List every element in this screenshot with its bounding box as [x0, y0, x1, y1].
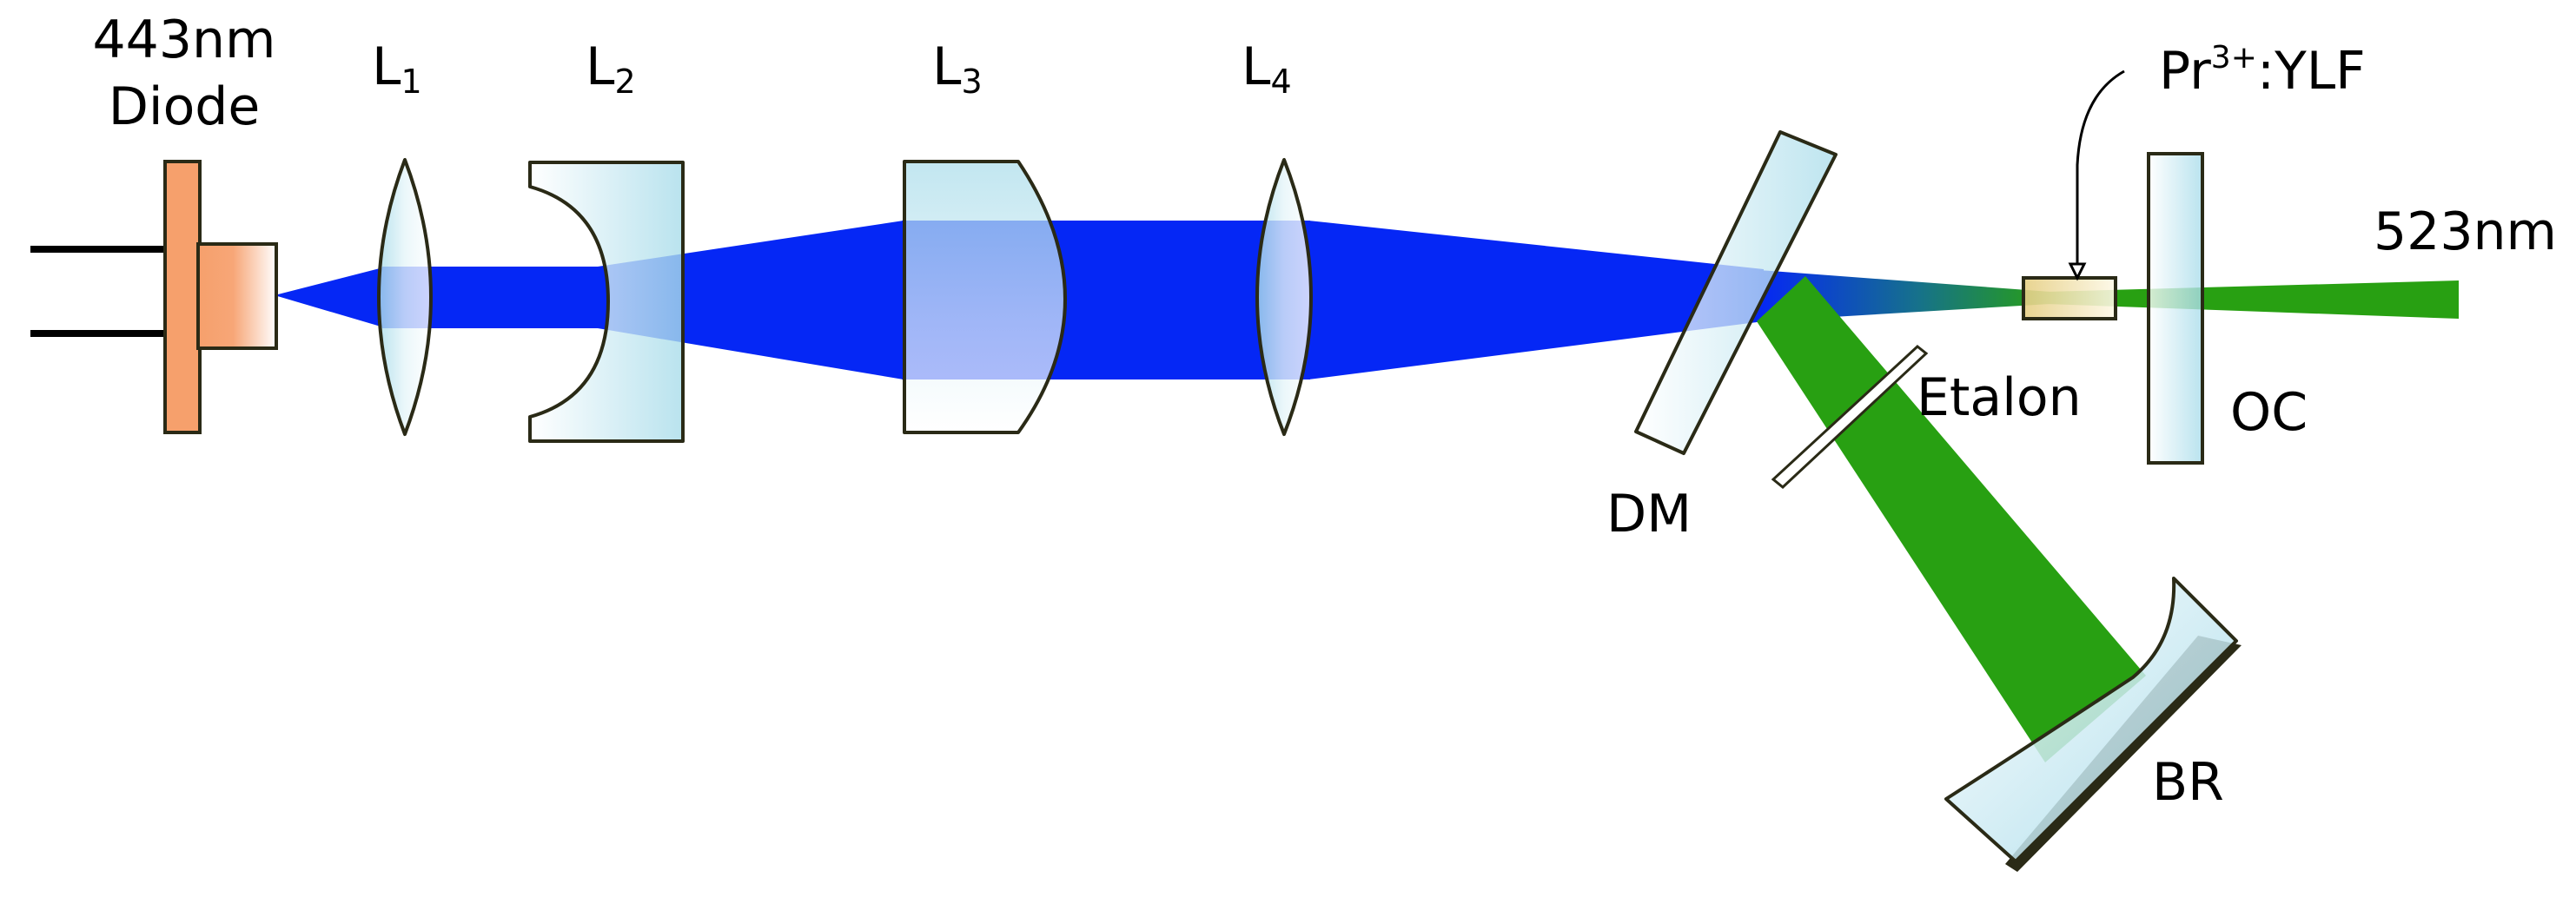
etalon — [1771, 345, 1929, 489]
lens-l3 — [903, 160, 1067, 434]
back-reflector — [1944, 577, 2242, 872]
diode-cap — [196, 242, 278, 350]
lens-l4-label: L4 — [1242, 36, 1292, 101]
crystal-pointer-arrowhead — [2068, 262, 2087, 281]
diode-label-wavelength: 443nm — [93, 10, 276, 70]
diode-flange — [163, 160, 202, 434]
lens-l2 — [528, 161, 685, 443]
lens-l2-label: L2 — [586, 36, 636, 101]
crystal-pointer-arrow — [2076, 69, 2125, 269]
pr-ylf-crystal — [2022, 276, 2117, 320]
pump-beam-diverge — [275, 267, 387, 328]
dichroic-mirror — [1634, 130, 1838, 455]
etalon-plate — [1771, 345, 1929, 489]
dichroic-mirror-label: DM — [1606, 484, 1692, 544]
output-wavelength-label: 523nm — [2374, 201, 2557, 262]
laser-cavity-beam — [1757, 276, 2146, 762]
lens-l1 — [377, 158, 433, 436]
lens-l3-label: L3 — [932, 36, 983, 101]
lens-l4 — [1255, 158, 1313, 436]
etalon-label: Etalon — [1917, 367, 2082, 428]
crystal-label: Pr3+:YLF — [2159, 40, 2366, 102]
back-reflector-label: BR — [2152, 752, 2224, 813]
back-reflector-body — [1944, 577, 2238, 863]
output-coupler-label: OC — [2230, 382, 2308, 443]
output-coupler — [2147, 152, 2204, 465]
pump-beam-focus — [1308, 221, 1764, 379]
diode-label-name: Diode — [109, 76, 261, 137]
lens-l1-label: L1 — [372, 36, 422, 101]
laser-diode — [30, 160, 278, 434]
